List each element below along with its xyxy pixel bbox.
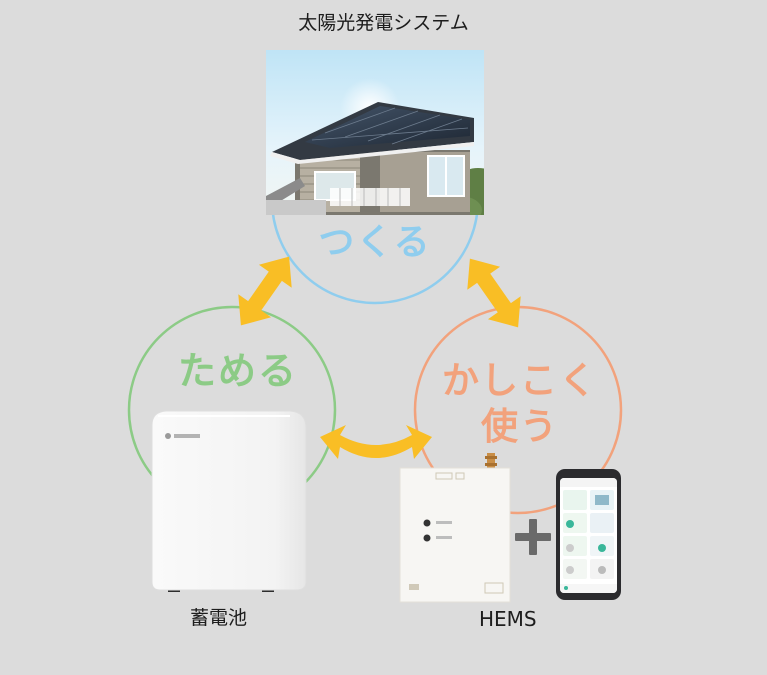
store-label: ためる — [177, 349, 298, 393]
smartphone — [556, 469, 621, 600]
double-arrow-icon — [238, 256, 292, 326]
storage-battery-unit — [151, 410, 307, 592]
double-arrow-icon — [467, 258, 521, 328]
hems-label: HEMS — [479, 607, 537, 631]
create-label: つくる — [318, 222, 432, 263]
hems-controller — [399, 453, 511, 603]
battery-label: 蓄電池 — [190, 607, 248, 629]
use-label-line2: 使う — [481, 405, 559, 448]
double-arrow-icon — [320, 425, 432, 459]
solar-house-photo — [266, 50, 484, 215]
use-label-line1: かしこく — [442, 359, 598, 402]
plus-icon — [515, 519, 551, 555]
solar-system-title: 太陽光発電システム — [298, 12, 469, 34]
